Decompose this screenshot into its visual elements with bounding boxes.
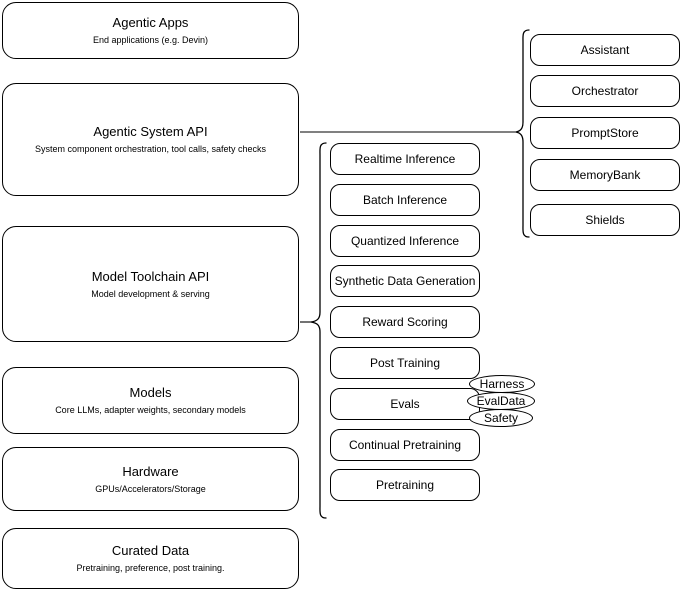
layer-title: Hardware xyxy=(122,463,179,479)
toolchain-item-evals[interactable]: Evals xyxy=(330,388,480,420)
layer-title: Agentic System API xyxy=(93,124,208,139)
layer-title: Models xyxy=(129,385,172,400)
toolchain-item-post-training[interactable]: Post Training xyxy=(330,347,480,379)
layer-hardware[interactable]: Hardware GPUs/Accelerators/Storage xyxy=(2,447,299,511)
layer-title: Curated Data xyxy=(111,543,190,558)
layer-subtitle: Pretraining, preference, post training. xyxy=(76,563,225,573)
toolchain-item-reward-scoring[interactable]: Reward Scoring xyxy=(330,306,480,338)
toolchain-item-pretraining[interactable]: Pretraining xyxy=(330,469,480,501)
toolchain-item-continual-pretraining[interactable]: Continual Pretraining xyxy=(330,429,480,461)
layer-agentic-apps[interactable]: Agentic Apps End applications (e.g. Devi… xyxy=(2,2,299,59)
agentic-component-shields[interactable]: Shields xyxy=(530,204,680,236)
layer-title: Model Toolchain API xyxy=(91,268,210,284)
toolchain-item-batch-inference[interactable]: Batch Inference xyxy=(330,184,480,216)
agentic-component-assistant[interactable]: Assistant xyxy=(530,34,680,66)
toolchain-item-quantized-inference[interactable]: Quantized Inference xyxy=(330,225,480,257)
layer-subtitle: GPUs/Accelerators/Storage xyxy=(95,483,206,494)
layer-subtitle: Core LLMs, adapter weights, secondary mo… xyxy=(55,405,246,415)
layer-title: Agentic Apps xyxy=(112,15,189,30)
agentic-component-memorybank[interactable]: MemoryBank xyxy=(530,159,680,191)
layer-subtitle: Model development & serving xyxy=(91,288,210,299)
layer-curated-data[interactable]: Curated Data Pretraining, preference, po… xyxy=(2,528,299,589)
layer-agentic-system-api[interactable]: Agentic System API System component orch… xyxy=(2,83,299,196)
eval-tag-evaldata[interactable]: EvalData xyxy=(467,392,535,410)
layer-models[interactable]: Models Core LLMs, adapter weights, secon… xyxy=(2,367,299,434)
agentic-component-promptstore[interactable]: PromptStore xyxy=(530,117,680,149)
toolchain-item-synthetic-data-generation[interactable]: Synthetic Data Generation xyxy=(330,265,480,297)
agentic-component-orchestrator[interactable]: Orchestrator xyxy=(530,75,680,107)
layer-model-toolchain-api[interactable]: Model Toolchain API Model development & … xyxy=(2,226,299,342)
eval-tag-harness[interactable]: Harness xyxy=(469,375,535,393)
layer-subtitle: System component orchestration, tool cal… xyxy=(34,144,267,154)
layer-subtitle: End applications (e.g. Devin) xyxy=(92,35,209,45)
toolchain-item-realtime-inference[interactable]: Realtime Inference xyxy=(330,143,480,175)
eval-tag-safety[interactable]: Safety xyxy=(469,409,533,427)
